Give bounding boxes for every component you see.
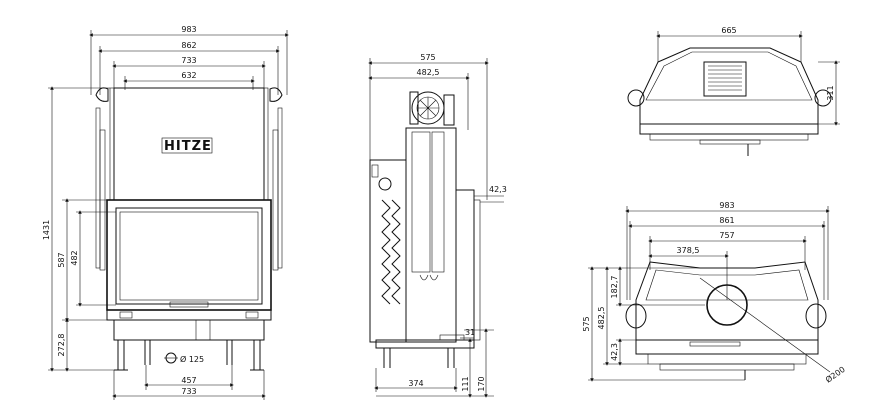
- front-view: 983 862 733 632 HITZE: [42, 25, 289, 400]
- plan-dim-482-5: 482,5: [597, 307, 606, 330]
- plan-dim-575: 575: [582, 316, 591, 331]
- top-dim-665: 665: [721, 26, 736, 35]
- top-grille: [708, 65, 742, 91]
- side-dim-170: 170: [477, 376, 486, 391]
- front-dim-587: 587: [57, 252, 66, 267]
- front-dim-1431: 1431: [42, 220, 51, 240]
- brand-logo: HITZE: [164, 139, 212, 154]
- front-dim-482: 482: [70, 250, 79, 265]
- side-dim-31: 31: [465, 328, 475, 337]
- front-dim-733-bottom: 733: [181, 387, 196, 396]
- side-dim-575: 575: [420, 53, 435, 62]
- plan-view: 983 861 757 378,5 Ø200 575 482,5 182,7 4…: [582, 201, 847, 385]
- plan-dim-983: 983: [719, 201, 734, 210]
- plan-diameter-200: Ø200: [823, 364, 846, 385]
- front-pipe-diameter: Ø 125: [180, 354, 204, 364]
- plan-dim-42-3: 42,3: [610, 343, 619, 361]
- top-view: 665 311: [627, 26, 840, 156]
- front-dim-733: 733: [181, 56, 196, 65]
- plan-dim-757: 757: [719, 231, 734, 240]
- side-dim-374: 374: [408, 379, 423, 388]
- side-dim-482-5: 482,5: [417, 68, 440, 77]
- side-dim-111: 111: [461, 376, 470, 391]
- front-dim-983: 983: [181, 25, 196, 34]
- plan-dim-378-5: 378,5: [677, 246, 700, 255]
- plan-dim-182-7: 182,7: [610, 276, 619, 299]
- front-dim-457: 457: [181, 376, 196, 385]
- front-dim-862: 862: [181, 41, 196, 50]
- side-view: 575 482,5 42,3 31: [368, 53, 507, 398]
- front-dim-272-8: 272,8: [57, 334, 66, 357]
- top-dim-311: 311: [826, 85, 835, 100]
- front-dim-632: 632: [181, 71, 196, 80]
- side-dim-42-3: 42,3: [489, 185, 507, 194]
- plan-dim-861: 861: [719, 216, 734, 225]
